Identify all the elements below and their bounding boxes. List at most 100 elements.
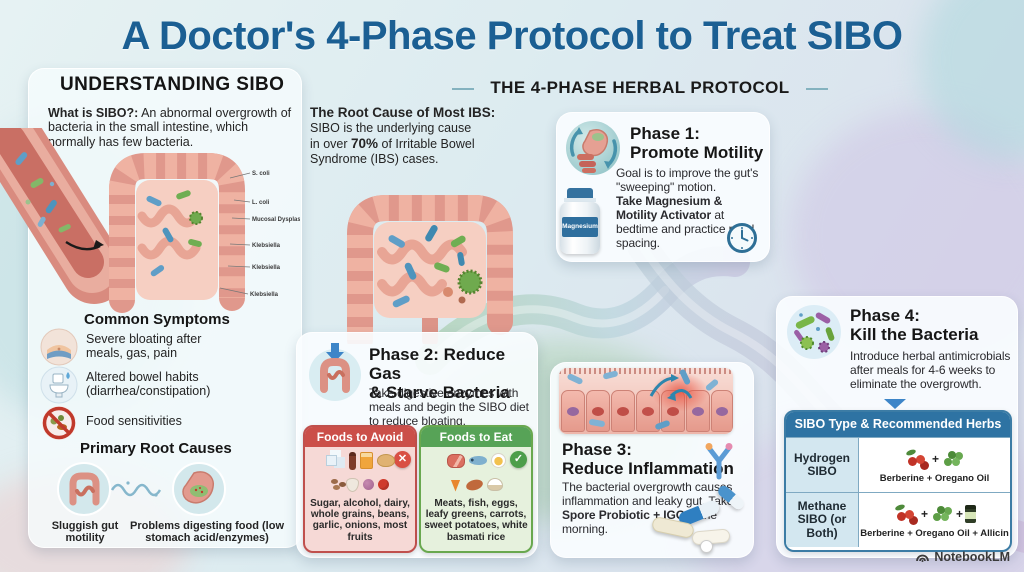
gut-motility-cycle-icon [566,121,620,175]
no-food-icon [42,406,76,440]
notebooklm-watermark: NotebookLM [915,550,1010,564]
cause-label: Sluggish gut motility [51,520,119,545]
bottle-label: Magnesium [562,217,598,237]
what-is-body: An abnormal overgrowth of bacteria in th… [48,106,292,149]
phase3-cause-text: The bacterial overgrowth causes inflamma… [562,480,734,508]
foods-to-eat-card: Foods to Eat ✓ Meats, fish, eggs, leafy … [419,425,533,553]
herb-images: + + [893,501,977,527]
berberine-berries-icon [893,503,919,524]
foods-to-eat-heading: Foods to Eat [421,427,531,447]
phase3-title-line2: Reduce Inflammation [562,459,734,479]
what-is-lead: What is SIBO?: [48,106,139,120]
table-row: Hydrogen SIBO + Berberine + Oregano Oil [786,437,1010,492]
oregano-leaves-icon [941,449,965,469]
ibs-stat: 70% [351,135,379,151]
sibo-anatomy-illustration: S. coli L. coli Mucosal Dysplasia bacter… [0,128,300,313]
header-rule-left [452,88,474,90]
magnesium-bottle: Magnesium [560,188,600,256]
toilet-icon [40,366,78,404]
symptom-text: Food sensitivities [86,414,182,428]
sibo-type-cell: Hydrogen SIBO [786,438,859,492]
eat-food-icons-row2 [421,474,531,495]
bottle-body: Magnesium [560,202,600,254]
down-arrow-icon [884,399,906,409]
bottle-neck [564,198,596,202]
pill-illustration [700,540,713,553]
rice-bowl-icon [486,478,503,491]
herb-table-heading: SIBO Type & Recommended Herbs [786,412,1010,437]
phase2-title: Phase 2: Reduce Gas & Starve Bacteria [369,345,537,402]
x-badge-icon: ✕ [394,451,411,468]
symptom-text: Altered bowel habits (diarrhea/constipat… [86,370,211,398]
ibs-line: in over [310,136,351,151]
notebooklm-logo-icon [916,554,930,562]
bacteria-rods [15,152,71,233]
apple-icon [378,479,389,490]
plus-sign: + [920,507,928,521]
phase3-title: Phase 3: Reduce Inflammation [562,440,734,478]
herbs-cell: + + Berberine + Oregano Oil + Allicin [859,493,1010,547]
phase4-title: Phase 4: Kill the Bacteria [850,306,979,344]
phase4-title-line2: Kill the Bacteria [850,325,979,345]
anatomy-label: Mucosal Dysplasia bacteria [252,217,300,223]
gut-lining-illustration [559,368,733,434]
foods-to-eat-list: Meats, fish, eggs, leafy greens, carrots… [424,498,528,543]
wavy-connector [110,481,162,497]
juice-icon [359,452,373,469]
eggs-icon [490,453,506,468]
sweet-potato-icon [464,477,484,492]
what-is-sibo-text: What is SIBO?: An abnormal overgrowth of… [48,106,294,149]
phase1-timing-text: at bedtime and practice meal spacing. [616,207,755,250]
ibs-lead: The Root Cause of Most IBS: [310,105,496,120]
herb-images: + [904,446,965,472]
phase1-body: Goal is to improve the gut's "sweeping" … [616,166,762,250]
anatomy-labels: S. coli L. coli Mucosal Dysplasia bacter… [250,171,300,298]
herb-caption: Berberine + Oregano Oil + Allicin [860,528,1009,539]
sibo-herb-table: SIBO Type & Recommended Herbs Hydrogen S… [784,410,1012,552]
anatomy-label: Klebsiella [252,243,281,249]
foods-to-avoid-card: Foods to Avoid ✕ Sugar, alcohol, dairy, … [303,425,417,553]
phase3-title-line1: Phase 3: [562,440,632,459]
watermark-label: NotebookLM [934,550,1010,564]
bloated-belly-icon [40,328,78,366]
inflammation-arrows [649,374,693,401]
bacteria-icon [787,305,841,359]
alcohol-bottle-icon [348,451,356,470]
plus-sign: + [931,452,939,466]
intestine-illustration [347,195,513,344]
avoid-food-icons-row1 [305,450,415,471]
fish-icon [468,456,487,465]
anatomy-label: S. coli [252,171,270,177]
page-title: A Doctor's 4-Phase Protocol to Treat SIB… [121,14,903,58]
plus-sign: + [956,507,964,521]
oregano-leaves-icon [930,504,954,524]
label-leader-lines [219,172,251,295]
understanding-heading: UNDERSTANDING SIBO [60,74,285,95]
ibs-line: of Irritable Bowel [378,136,475,151]
ibs-line: Syndrome (IBS) cases. [310,151,439,166]
avoid-food-icons-row2 [305,474,415,495]
common-symptoms-heading: Common Symptoms [84,311,230,328]
table-row: Methane SIBO (or Both) + + Berberine + O… [786,492,1010,547]
symptom-text: Severe bloating after meals, gas, pain [86,332,202,360]
bottle-cap [567,188,593,198]
phase2-card: Phase 2: Reduce Gas & Starve Bacteria Ta… [296,332,538,558]
berberine-berries-icon [904,448,930,469]
phase2-title-line2: & Starve Bacteria [369,383,510,403]
anatomy-label: Klebsiella [252,265,281,271]
phase2-body: Take digestive enzymes with meals and be… [369,386,529,428]
herbs-cell: + Berberine + Oregano Oil [859,438,1010,492]
phase4-title-line1: Phase 4: [850,306,920,325]
check-badge-icon: ✓ [510,451,527,468]
beans-icon [331,479,338,484]
foods-to-avoid-list: Sugar, alcohol, dairy, whole grains, bea… [310,498,410,543]
phase1-title-line1: Phase 1: [630,124,700,143]
garlic-icon [346,477,359,492]
intestine-down-arrow-icon [309,343,361,401]
phase1-supplement-text: Take Magnesium & Motility Activator [616,193,723,222]
phase1-title-line2: Promote Motility [630,143,764,163]
onion-icon [363,479,374,490]
anatomy-label: L. coli [252,200,270,206]
phase2-title-line1: Phase 2: Reduce Gas [369,345,506,384]
